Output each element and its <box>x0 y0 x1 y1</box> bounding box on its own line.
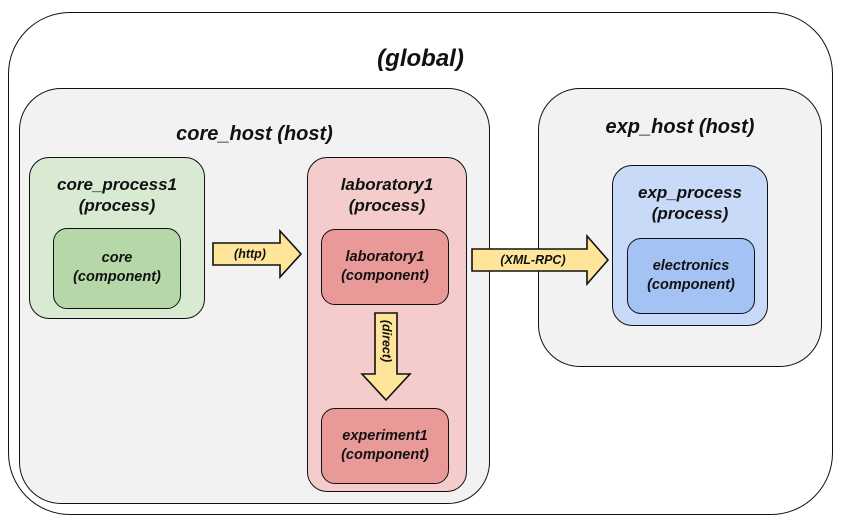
core-component-box <box>53 228 181 309</box>
laboratory-component-label: laboratory1 (component) <box>341 249 429 284</box>
experiment-component-label: experiment1 (component) <box>341 428 429 463</box>
exp-process-title: exp_process (process) <box>638 183 742 224</box>
direct-arrow-shape <box>360 312 412 402</box>
exp-host-title: exp_host (host) <box>605 116 755 138</box>
xmlrpc-arrow-label: (XML-RPC) <box>500 253 565 267</box>
core-process-title: core_process1 (process) <box>56 175 178 216</box>
experiment-component-box <box>321 408 449 484</box>
core-component-label: core (component) <box>73 250 161 285</box>
core-host-title: core_host (host) <box>176 123 333 145</box>
laboratory-process-title: laboratory1 (process) <box>340 175 434 216</box>
xmlrpc-arrow: (XML-RPC) <box>471 233 610 287</box>
http-arrow-shape <box>212 228 303 280</box>
http-arrow: (http) <box>212 228 303 280</box>
electronics-component-box <box>627 238 755 314</box>
http-arrow-label: (http) <box>234 247 266 261</box>
direct-arrow: (direct) <box>360 312 412 402</box>
electronics-component-label: electronics (component) <box>647 258 735 293</box>
laboratory-component-box <box>321 229 449 305</box>
xmlrpc-arrow-shape <box>471 233 610 287</box>
global-title: (global) <box>377 45 464 72</box>
direct-arrow-label: (direct) <box>380 320 394 362</box>
